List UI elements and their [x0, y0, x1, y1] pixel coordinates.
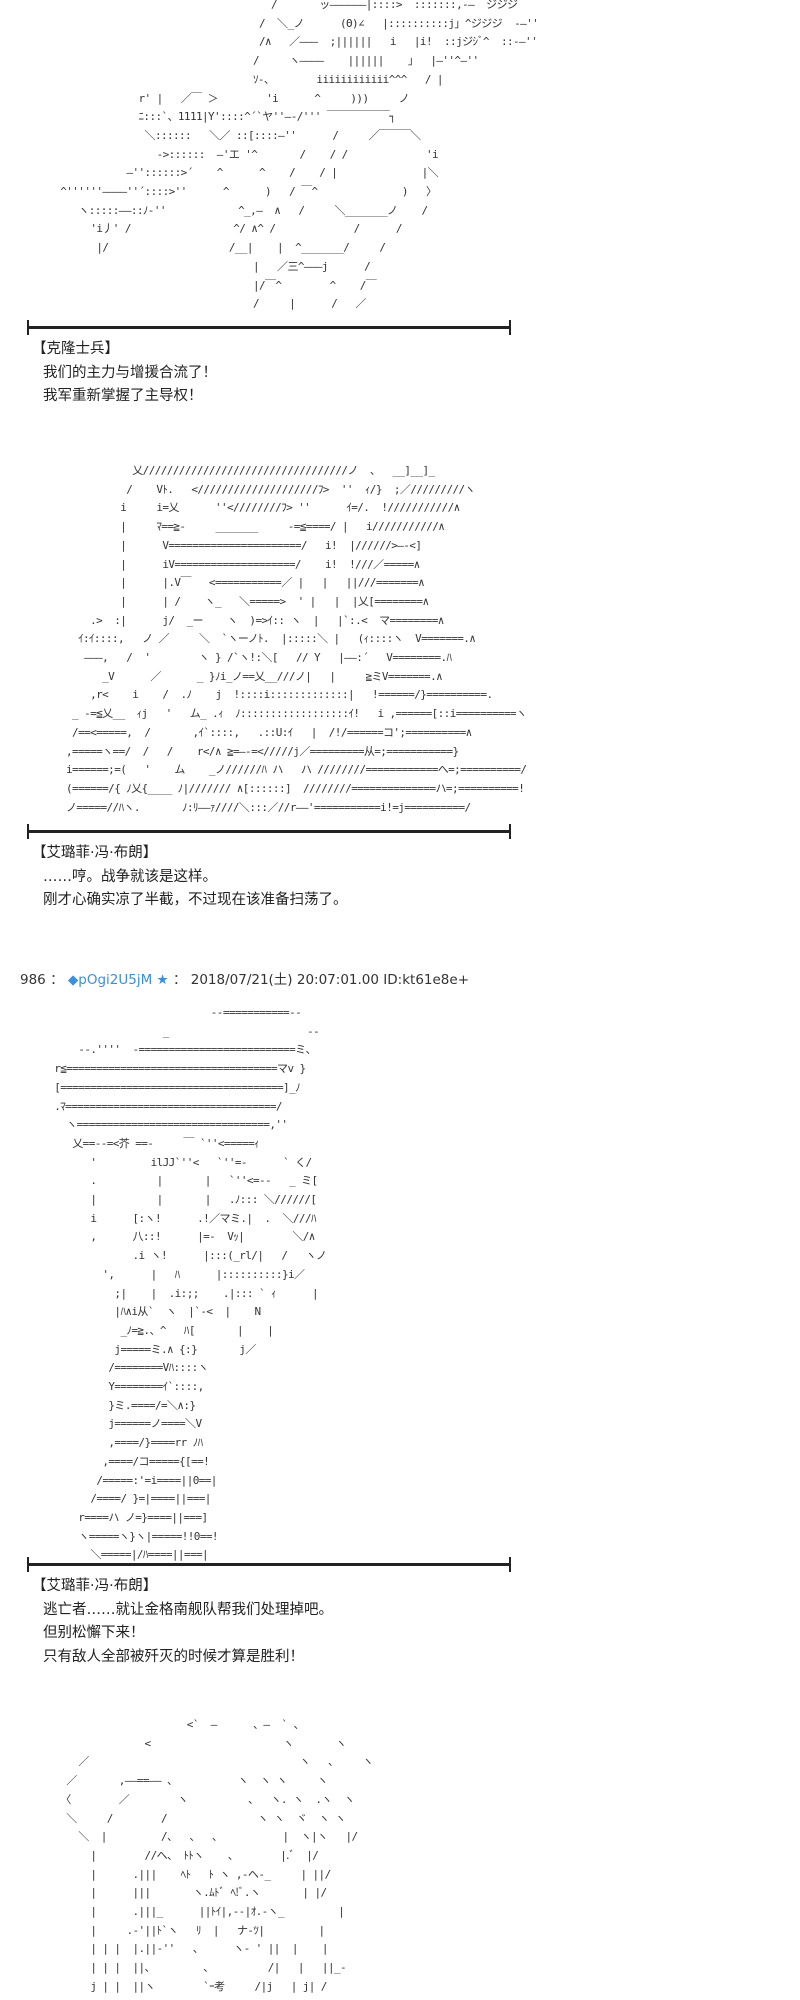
dialog-line: 但别松懈下来！ [43, 1625, 145, 1641]
dialog-line: 逃亡者……就让金格南舰队帮我们处理掉吧。 [43, 1601, 333, 1618]
dialog-line: ……哼。战争就该是这样。 [43, 868, 217, 885]
dialog-line: 只有敌人全部被歼灭的时候才算是胜利！ [43, 1648, 304, 1665]
post-number[interactable]: 986 [20, 972, 46, 988]
panel-divider [27, 320, 511, 335]
dialog-elfie-1: 【艾璐菲·冯·布朗】 ……哼。战争就该是这样。 刚才心确实凉了半截，不过现在该准… [32, 842, 348, 913]
panel-divider [27, 1557, 511, 1572]
dialog-line: 我们的主力与增援合流了！ [43, 364, 217, 381]
separator: ： [172, 972, 187, 988]
dialog-clone-soldier: 【克隆士兵】 我们的主力与增援合流了！ 我军重新掌握了主导权！ [32, 338, 217, 409]
separator: ： [50, 972, 64, 988]
ascii-art-elfie-standing: --===========-- _ -- --.'''' -==========… [54, 1006, 327, 1562]
speaker-name: 【艾璐菲·冯·布朗】 [32, 1578, 158, 1594]
speaker-name: 【克隆士兵】 [32, 341, 119, 357]
star-icon: ★ [156, 972, 169, 988]
post-header: 986 ： ◆pOgi2U5jM ★ ： 2018/07/21(土) 20:07… [20, 970, 469, 990]
dialog-line: 我军重新掌握了主导权！ [43, 388, 203, 404]
poster-tripcode[interactable]: ◆pOgi2U5jM [67, 972, 153, 988]
dialog-elfie-2: 【艾璐菲·冯·布朗】 逃亡者……就让金格南舰队帮我们处理掉吧。 但别松懈下来！ … [32, 1575, 333, 1669]
panel-divider [27, 824, 511, 839]
ascii-art-clone-soldier: / ッ――――――|::::> :::::::,-― ジジジ / ＼_ノ (Θ)… [60, 0, 539, 311]
speaker-name: 【艾璐菲·冯·布朗】 [32, 845, 158, 861]
ascii-art-fortress-figure: 乂//////////////////////////////////ノ 、 _… [66, 464, 527, 814]
dialog-line: 刚才心确实凉了半截，不过现在该准备扫荡了。 [43, 892, 348, 908]
post-id: ID:kt61e8e+ [383, 972, 470, 988]
post-datetime: 2018/07/21(土) 20:07:01.00 [190, 972, 379, 988]
ascii-art-elfie-closeup: <` ― 、― ` 、 < ヽ ヽ ／ ヽ 、 ヽ ／ ,――==―― 、 ヽ … [60, 1718, 373, 1993]
